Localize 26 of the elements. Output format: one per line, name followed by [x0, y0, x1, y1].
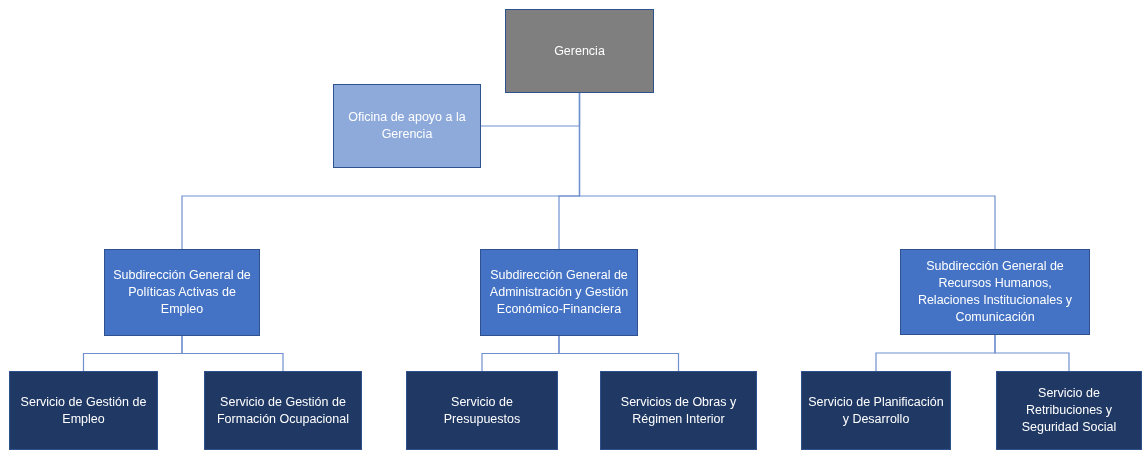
- org-unit-box: [600, 371, 757, 450]
- org-unit-box: [204, 371, 362, 450]
- unit-name: Servicio de Gestión de Formación Ocupacional: [216, 393, 350, 428]
- unit-name: Servicio de Retribuciones y Seguridad Social: [1020, 385, 1118, 436]
- org-unit-box: [505, 9, 654, 93]
- connector-line: [994, 334, 1070, 372]
- unit-name: Servicio de Presupuestos: [442, 393, 522, 428]
- unit-name: Servicios de Obras y Régimen Interior: [619, 393, 738, 428]
- unit-name: Servicio de Planificación y Desarrollo: [808, 393, 944, 428]
- org-unit-box: [900, 249, 1090, 335]
- unit-name: Gerencia: [554, 42, 605, 60]
- unit-name: Oficina de apoyo a la Gerencia: [347, 109, 467, 143]
- org-unit-box: [406, 371, 558, 450]
- unit-name: Subdirección General de Administración y Gestión Económico-Financiera: [488, 267, 630, 318]
- org-unit-box: [104, 249, 260, 336]
- org-unit-box: [996, 371, 1142, 450]
- org-unit-box: [480, 249, 638, 336]
- org-unit-box: [801, 371, 951, 450]
- connector-line: [578, 92, 996, 250]
- org-unit-box: [9, 371, 158, 450]
- unit-name: Subdirección General de Políticas Activas de Empleo: [112, 267, 252, 318]
- unit-name: Subdirección General de Recursos Humanos, Relaciones Institucionales y Comunicación: [916, 258, 1074, 326]
- connector-line: [181, 335, 284, 372]
- unit-name: Servicio de Gestión de Empleo: [19, 393, 148, 428]
- org-unit-box: [333, 84, 481, 168]
- connector-line: [558, 335, 680, 372]
